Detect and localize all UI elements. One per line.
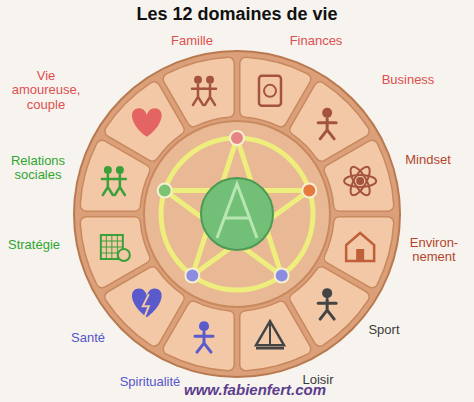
vertex-dot [302,184,316,198]
domain-label: Finances [276,34,356,48]
domain-label: Santé [63,331,113,345]
center-mark [217,184,257,238]
vertex-dot [185,268,199,282]
domain-icon [102,166,126,195]
domain-label: Famille [152,34,232,48]
domain-label: Environ- nement [408,236,460,265]
pentagram-ring [161,138,313,290]
vertex-dot [158,184,172,198]
domain-label: Mindset [398,153,458,167]
domain-icon [192,76,216,105]
domain-label: Business [373,73,443,87]
domain-icon [318,288,336,319]
domain-icon [132,108,162,137]
domain-icon [256,321,284,348]
segment-tile [240,301,311,370]
pentagram [165,138,310,275]
segment-tile [324,140,393,211]
inner-disk [144,121,330,307]
vertex-dot [275,268,289,282]
segment-tile [163,57,234,126]
center-circle [201,178,273,250]
domain-label: Spiritualité [110,375,190,389]
domain-label: Vie amoureuse, couple [1,69,91,112]
domain-label: Sport [359,323,409,337]
domain-label: Stratégie [1,238,67,252]
wheel-rim [74,51,400,377]
domain-icon [346,233,374,261]
title: Les 12 domaines de vie [136,5,337,25]
domain-icon [318,108,336,139]
domain-icon [101,235,130,261]
domain-label: Relations sociales [4,154,72,183]
domain-icon [344,164,376,198]
domain-icon [259,76,281,106]
vertex-dot [230,131,244,145]
domain-icon [195,321,213,352]
segment-tile [80,217,149,288]
domain-icon [132,289,162,318]
watermark: www.fabienfert.com [155,382,355,399]
